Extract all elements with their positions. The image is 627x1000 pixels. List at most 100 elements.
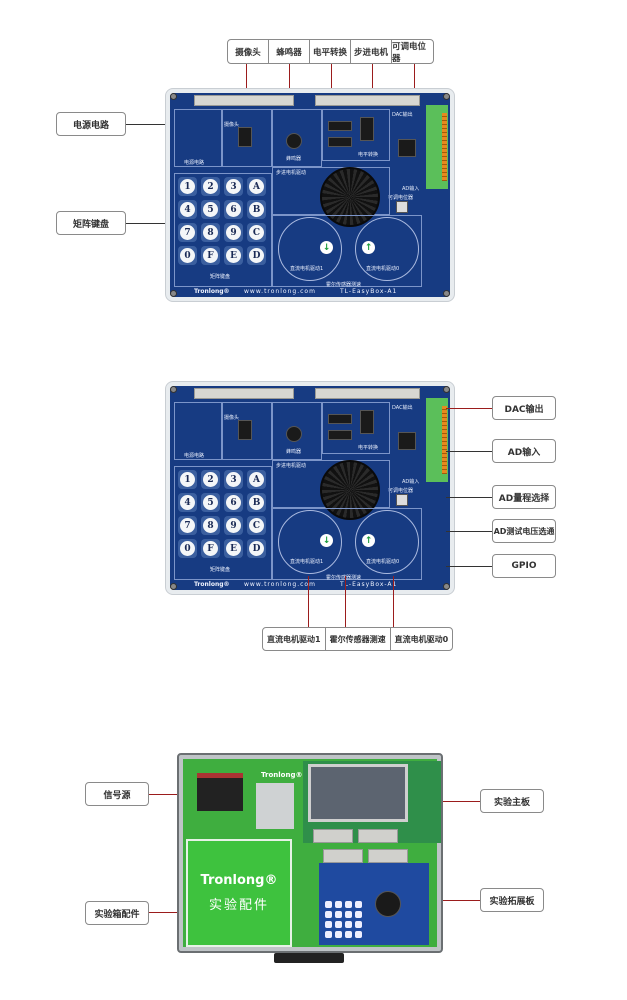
- leader-line: [446, 531, 492, 532]
- key-7[interactable]: 7: [178, 223, 197, 242]
- lcd-screen: [308, 764, 408, 822]
- screw: [443, 290, 450, 297]
- ribbon-cable: [313, 829, 353, 843]
- key-2[interactable]: 2: [201, 470, 220, 489]
- ic-chip: [328, 430, 352, 440]
- screw: [443, 583, 450, 590]
- key-0[interactable]: 0: [178, 246, 197, 265]
- power-region: [174, 402, 222, 460]
- key-label: 8: [203, 225, 218, 240]
- key-7[interactable]: 7: [178, 516, 197, 535]
- key-3[interactable]: 3: [224, 177, 243, 196]
- experiment-case: Tronlong® Tronlong® 实验配件: [177, 753, 443, 963]
- ad-in-label: AD输入: [402, 186, 420, 192]
- ribbon-cable: [358, 829, 398, 843]
- key-label: 9: [226, 225, 241, 240]
- key-D[interactable]: D: [247, 539, 266, 558]
- spec-plate: [256, 783, 294, 829]
- key-A[interactable]: A: [247, 470, 266, 489]
- key-label: 4: [180, 202, 195, 217]
- mcu-chip: [398, 432, 416, 450]
- key-label: 7: [180, 518, 195, 533]
- mcu-chip: [398, 139, 416, 157]
- key-E[interactable]: E: [224, 539, 243, 558]
- key-9[interactable]: 9: [224, 223, 243, 242]
- key-B[interactable]: B: [247, 493, 266, 512]
- dac-label: DAC输出: [392, 112, 413, 118]
- key-5[interactable]: 5: [201, 493, 220, 512]
- key-8[interactable]: 8: [201, 516, 220, 535]
- board-brand: Tronlong®: [194, 288, 230, 295]
- callout-gpio: GPIO: [492, 554, 556, 578]
- key-label: B: [249, 202, 264, 217]
- ic-chip: [328, 121, 352, 131]
- key-E[interactable]: E: [224, 246, 243, 265]
- key-5[interactable]: 5: [201, 200, 220, 219]
- board-brand: Tronlong®: [194, 581, 230, 588]
- key-label: C: [249, 225, 264, 240]
- buzzer-region: [272, 402, 322, 460]
- camera-module: [238, 420, 252, 440]
- leader-line: [438, 801, 480, 802]
- key-1[interactable]: 1: [178, 177, 197, 196]
- mini-stepper: [375, 891, 401, 917]
- pin-header: [194, 95, 294, 106]
- key-3[interactable]: 3: [224, 470, 243, 489]
- key-B[interactable]: B: [247, 200, 266, 219]
- key-4[interactable]: 4: [178, 200, 197, 219]
- key-F[interactable]: F: [201, 539, 220, 558]
- key-1[interactable]: 1: [178, 470, 197, 489]
- arrow-down-icon: ↓: [320, 241, 333, 254]
- board-model: TL-EasyBox-A1: [340, 581, 398, 588]
- panel-text: 实验配件: [208, 898, 269, 913]
- stepper-label: 步进电机驱动: [276, 463, 307, 469]
- callout-dc-motor-1: 直流电机驱动1: [263, 628, 326, 650]
- key-6[interactable]: 6: [224, 200, 243, 219]
- key-F[interactable]: F: [201, 246, 220, 265]
- key-D[interactable]: D: [247, 246, 266, 265]
- leader-line: [446, 451, 492, 452]
- key-6[interactable]: 6: [224, 493, 243, 512]
- key-2[interactable]: 2: [201, 177, 220, 196]
- arrow-down-icon: ↓: [320, 534, 333, 547]
- dc-motor-region: [272, 215, 422, 287]
- key-0[interactable]: 0: [178, 539, 197, 558]
- dc-motor-0: [355, 217, 419, 281]
- key-label: 3: [226, 472, 241, 487]
- callout-power: 电源电路: [56, 112, 126, 136]
- pot-label: 可调电位器: [388, 195, 414, 201]
- pot-label: 可调电位器: [388, 488, 414, 494]
- key-label: 3: [226, 179, 241, 194]
- ic-chip: [360, 410, 374, 434]
- leader-line: [126, 223, 176, 224]
- board-model: TL-EasyBox-A1: [340, 288, 398, 295]
- buzzer-label: 蜂鸣器: [286, 156, 302, 162]
- screw: [443, 93, 450, 100]
- key-9[interactable]: 9: [224, 516, 243, 535]
- stepper-label: 步进电机驱动: [276, 170, 307, 176]
- case-tray: Tronlong® Tronlong® 实验配件: [183, 759, 441, 947]
- dc-motor-1: [278, 510, 342, 574]
- level-shift-region: [322, 402, 390, 454]
- key-label: E: [226, 248, 241, 263]
- callout-accessories: 实验箱配件: [85, 901, 149, 925]
- stepper-motor: [320, 460, 380, 520]
- pcb: 电源电路 摄像头 蜂鸣器 电平转换 DAC输出 AD输入 可调电位器 步进电机驱…: [170, 93, 450, 297]
- key-8[interactable]: 8: [201, 223, 220, 242]
- callout-level-shift: 电平转换: [310, 40, 351, 63]
- expansion-board: [319, 863, 429, 945]
- mini-key: [325, 931, 332, 938]
- key-label: D: [249, 248, 264, 263]
- key-C[interactable]: C: [247, 223, 266, 242]
- hall-label: 霍尔传感器测速: [326, 575, 362, 581]
- terminal-block: [426, 105, 448, 189]
- dc-motor-0: [355, 510, 419, 574]
- accessory-panel: Tronlong® 实验配件: [186, 839, 292, 947]
- callout-keypad: 矩阵键盘: [56, 211, 126, 235]
- key-C[interactable]: C: [247, 516, 266, 535]
- key-4[interactable]: 4: [178, 493, 197, 512]
- key-A[interactable]: A: [247, 177, 266, 196]
- callout-stepper: 步进电机: [351, 40, 392, 63]
- level-shift-region: [322, 109, 390, 161]
- keypad-label: 矩阵键盘: [210, 567, 231, 573]
